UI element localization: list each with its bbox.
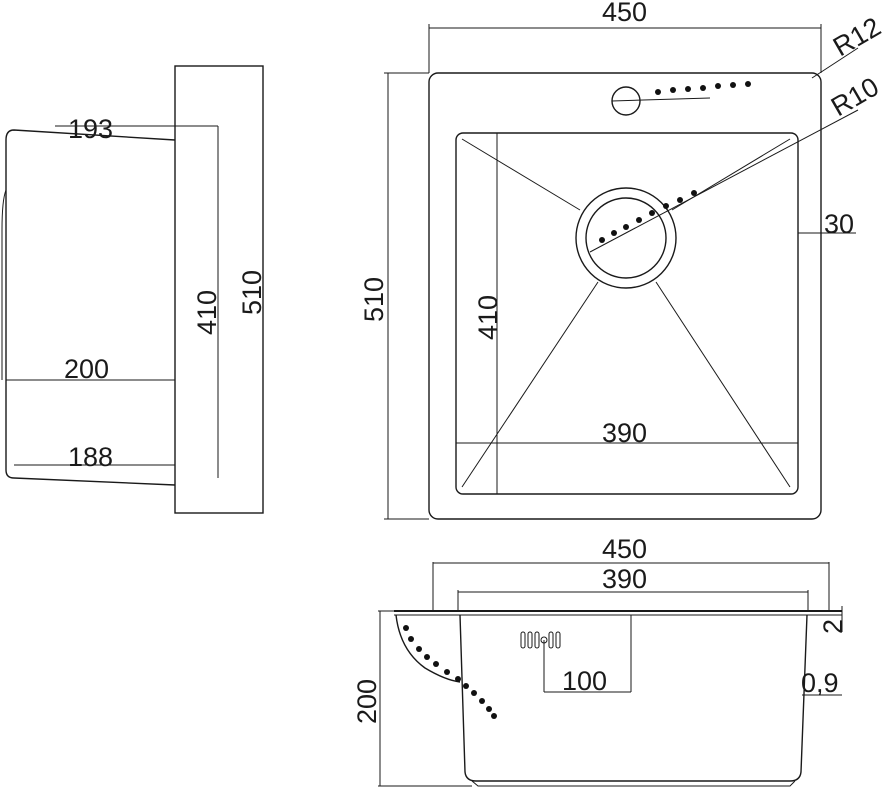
side-view: 193 200 188 410 510 bbox=[1, 65, 267, 514]
side-rim-profile bbox=[174, 65, 264, 514]
dim-label-193: 193 bbox=[68, 114, 113, 144]
dim-label-side-410: 410 bbox=[192, 290, 222, 335]
dim-label-188: 188 bbox=[68, 442, 113, 472]
dotted-indicator bbox=[403, 625, 497, 719]
radius-leader-r10 bbox=[589, 109, 859, 253]
sink-bowl-outline bbox=[455, 132, 799, 495]
radius-label-r12: R12 bbox=[828, 11, 886, 62]
dim-label-30: 30 bbox=[824, 209, 854, 239]
side-bowl-outline bbox=[5, 129, 176, 486]
front-bowl-base bbox=[471, 780, 796, 787]
side-bowl-edge bbox=[1, 189, 7, 380]
overflow-slots-icon bbox=[520, 631, 561, 649]
dim-label-side-510: 510 bbox=[237, 270, 267, 315]
drain-outer-ring bbox=[575, 187, 677, 289]
dim-label-front-450: 450 bbox=[602, 534, 647, 564]
dim-label-09: 0,9 bbox=[801, 668, 839, 698]
dim-label-top-450: 450 bbox=[602, 0, 647, 27]
dim-label-100: 100 bbox=[562, 666, 607, 696]
top-view: 450 390 30 510 410 R12 R10 bbox=[359, 0, 886, 520]
bowl-slope-line bbox=[461, 138, 581, 211]
front-view: 450 390 100 0,9 200 2 bbox=[352, 534, 848, 787]
radius-leader-r12 bbox=[811, 47, 859, 79]
dim-label-front-390: 390 bbox=[602, 564, 647, 594]
dim-label-front-200: 200 bbox=[352, 679, 382, 724]
bowl-slope-line bbox=[461, 281, 599, 488]
bowl-slope-line bbox=[655, 281, 791, 488]
radius-label-r10: R10 bbox=[826, 71, 884, 122]
tap-hole-leader bbox=[611, 97, 711, 102]
drain-inner-ring bbox=[585, 197, 667, 279]
sink-deck-outline bbox=[428, 72, 822, 520]
dotted-indicator bbox=[655, 81, 751, 95]
front-side-curve bbox=[395, 614, 461, 683]
dim-label-top-410: 410 bbox=[473, 295, 503, 340]
front-bowl-outline bbox=[459, 614, 808, 782]
dim-label-200: 200 bbox=[64, 354, 109, 384]
dim-label-top-390: 390 bbox=[602, 418, 647, 448]
dim-label-top-510: 510 bbox=[359, 277, 389, 322]
dim-label-2: 2 bbox=[818, 619, 848, 634]
dotted-indicator bbox=[599, 190, 697, 243]
